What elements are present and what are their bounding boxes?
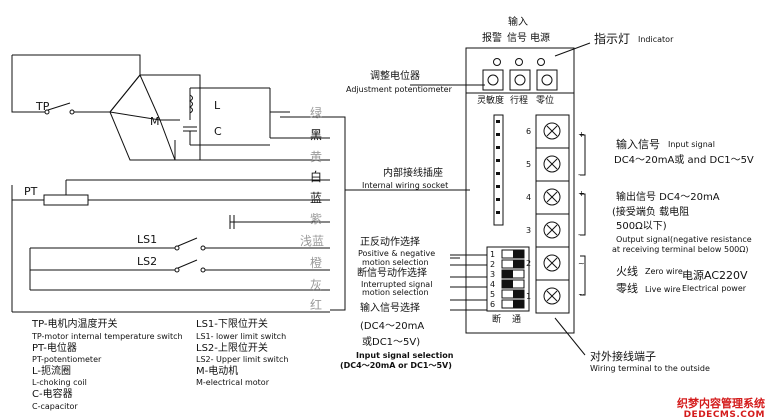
legend-l-en: L-choking coil <box>32 378 87 387</box>
pot-stroke-label: 行程 <box>510 96 529 106</box>
terminal-num-4: 4 <box>526 193 532 202</box>
dip-en1a: Positive & negative <box>358 249 436 258</box>
sign-2: ~ <box>578 259 585 268</box>
input-signal-en: Input signal <box>668 140 715 149</box>
fire-wire-en: Zero wire <box>645 267 683 276</box>
legend-c-cn: C-电容器 <box>32 389 73 400</box>
dip-en3b: (DC4～20mA or DC1～5V) <box>340 361 452 370</box>
dip-en2b: motion selection <box>362 288 429 297</box>
motor-label: M <box>150 115 160 128</box>
wire-purple: 紫 <box>310 212 323 226</box>
output-ohm: 500Ω以下) <box>616 221 667 232</box>
tp-label: TP <box>36 100 50 113</box>
dip-en1b: motion selection <box>362 258 429 267</box>
wire-blue: 蓝 <box>310 191 323 205</box>
legend-c-en: C-capacitor <box>32 402 78 411</box>
sign-4: + <box>578 189 585 198</box>
socket-label-en: Internal wiring socket <box>362 181 449 190</box>
output-en2: at receiving terminal below 500Ω) <box>612 245 749 254</box>
dip-cn3: 输入信号选择 <box>360 303 420 314</box>
power-cn: 电源AC220V <box>682 269 748 282</box>
terminal-num-3: 3 <box>526 226 532 235</box>
indicator-alarm-label: 报警 <box>482 33 502 44</box>
wire-white: 白 <box>310 170 323 184</box>
input-signal-cn: 输入信号 <box>616 138 660 151</box>
input-signal-range: DC4～20mA或 and DC1～5V <box>614 155 754 166</box>
adjust-pot-label-en: Adjustment potentiometer <box>346 85 452 94</box>
terminal-num-6: 6 <box>526 127 532 136</box>
wire-yellow: 黄 <box>310 150 323 164</box>
legend-ls1-en: LS1- lower limit switch <box>196 332 287 341</box>
wire-red: 红 <box>310 298 323 312</box>
outside-terminal-en: Wiring terminal to the outside <box>590 364 710 373</box>
watermark-cn: 织梦内容管理系统 <box>677 397 765 410</box>
indicator-title-en: Indicator <box>638 35 674 44</box>
ls1-label: LS1 <box>137 233 158 246</box>
input-label: 输入 <box>508 17 528 28</box>
terminal-num-1: 1 <box>526 292 532 301</box>
legend-ls2-cn: LS2-上限位开关 <box>196 343 268 354</box>
outside-terminal-cn: 对外接线端子 <box>590 350 656 363</box>
wire-light-blue: 浅蓝 <box>300 234 325 248</box>
wire-grey: 灰 <box>310 278 323 292</box>
ls2-label: LS2 <box>137 255 158 268</box>
legend-pt-en: PT-potentiometer <box>32 355 102 364</box>
indicator-signal-label: 信号 <box>507 33 527 44</box>
tp-wire-left <box>11 55 30 113</box>
output-en1: Output signal(negative resistance <box>616 235 752 244</box>
power-en: Electrical power <box>682 284 747 293</box>
legend-ls2-en: LS2- Upper limit switch <box>196 355 289 364</box>
zero-wire-cn: 零线 <box>616 282 638 295</box>
legend-m-en: M-electrical motor <box>196 378 269 387</box>
sign-1: ~ <box>578 290 585 299</box>
legend-tp-cn: TP-电机内温度开关 <box>32 319 118 330</box>
legend-l-cn: L-扼流圈 <box>32 366 72 377</box>
motor-top-wire <box>12 54 141 75</box>
dip-on-label: 通 <box>512 315 522 325</box>
sign-6: + <box>578 130 585 139</box>
dip-range: (DC4～20mA <box>360 321 425 332</box>
dip-num-1: 1 <box>490 250 496 259</box>
dip-cn2: 断信号动作选择 <box>357 268 427 279</box>
capacitor-label: C <box>214 125 222 138</box>
dip-num-2: 2 <box>490 260 496 269</box>
legend-pt-cn: PT-电位器 <box>32 343 77 354</box>
sign-3: - <box>578 230 581 239</box>
tp-switch-blade <box>47 102 71 111</box>
dip-en2a: Interrupted signal <box>361 280 433 289</box>
sign-5: - <box>578 170 581 179</box>
dip-cn1: 正反动作选择 <box>360 237 420 248</box>
zero-wire-en: Live wire <box>645 285 681 294</box>
fire-wire-cn: 火线 <box>616 265 638 278</box>
adjust-pot-label: 调整电位器 <box>370 71 420 82</box>
indicator-title: 指示灯 <box>594 32 631 46</box>
watermark-en: DEDECMS.COM <box>683 410 765 420</box>
dip-off-label: 断 <box>492 315 502 325</box>
dip-num-4: 4 <box>490 280 496 289</box>
indicator-power-label: 电源 <box>530 33 550 44</box>
dip-num-3: 3 <box>490 270 496 279</box>
dip-range2: 或DC1～5V) <box>362 337 421 348</box>
wire-orange: 橙 <box>310 256 323 270</box>
wire-green: 绿 <box>310 106 323 120</box>
terminal-num-5: 5 <box>526 160 532 169</box>
terminal-num-2: 2 <box>526 259 532 268</box>
legend-tp-en: TP-motor internal temperature switch <box>32 332 183 341</box>
dip-num-5: 5 <box>490 290 496 299</box>
output-load: (接受端负 载电阻 <box>612 207 690 218</box>
pot-sensitivity-label: 灵敏度 <box>477 96 505 106</box>
pot-zero-label: 零位 <box>536 96 555 106</box>
socket-label: 内部接线插座 <box>383 168 443 179</box>
inductor-label: L <box>214 99 221 112</box>
pt-label: PT <box>24 185 38 198</box>
dip-en3a: Input signal selection <box>356 351 454 360</box>
legend-ls1-cn: LS1-下限位开关 <box>196 319 268 330</box>
output-signal-cn: 输出信号 DC4～20mA <box>616 192 720 203</box>
wire-black: 黑 <box>310 128 323 142</box>
dip-num-6: 6 <box>490 300 496 309</box>
legend-m-cn: M-电动机 <box>196 366 239 377</box>
